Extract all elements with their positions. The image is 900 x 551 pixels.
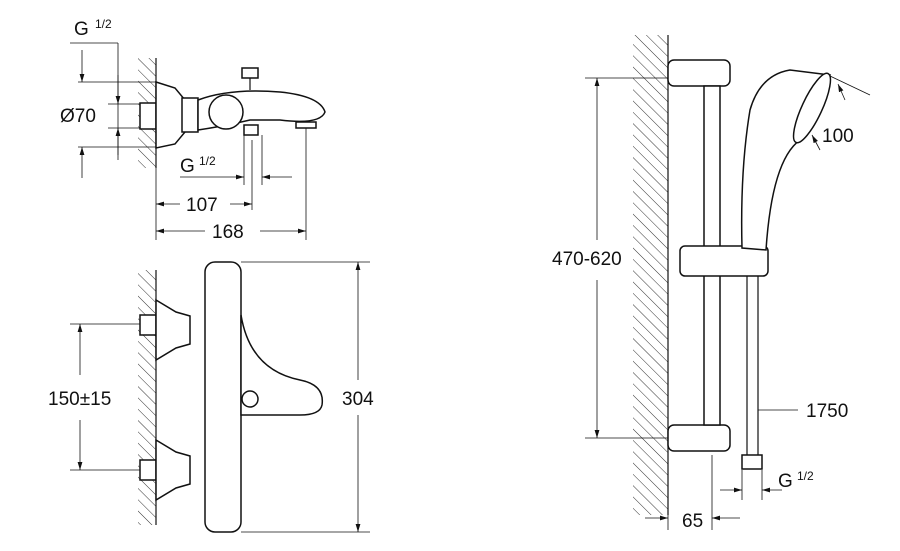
inlet-thread-label: G bbox=[74, 19, 89, 40]
dim-spacing: 150±15 bbox=[48, 389, 111, 410]
dim-head: 100 bbox=[822, 126, 854, 147]
lower-rail-bracket bbox=[667, 424, 731, 452]
diverter-knob bbox=[241, 67, 259, 79]
thermostat-spout bbox=[240, 314, 324, 416]
upper-inlet-nut bbox=[139, 314, 157, 336]
control-knob bbox=[208, 94, 244, 130]
escutcheon bbox=[155, 80, 186, 149]
front-view: 150±15 304 bbox=[48, 261, 374, 533]
lower-inlet-nut bbox=[139, 459, 157, 481]
wall-hatch bbox=[633, 35, 668, 515]
slider bbox=[679, 245, 769, 277]
inlet-nut bbox=[139, 102, 157, 130]
diameter-label: Ø70 bbox=[60, 106, 96, 127]
shower-set: 470-620 100 1750 G 1/2 65 bbox=[552, 35, 871, 532]
outlet-thread-fraction: 1/2 bbox=[199, 154, 216, 168]
upper-rail-bracket bbox=[667, 59, 731, 87]
dim-offset: 65 bbox=[682, 511, 703, 532]
dim-height: 304 bbox=[342, 389, 374, 410]
inlet-thread-fraction: 1/2 bbox=[95, 17, 112, 31]
outlet-thread-label: G bbox=[180, 156, 195, 177]
hose-thread-label: G bbox=[778, 471, 793, 492]
hex-connector bbox=[181, 97, 199, 133]
dim-168: 168 bbox=[212, 222, 244, 243]
top-view: G 1/2 Ø70 G 1/2 107 168 bbox=[60, 17, 326, 243]
outlet-nut bbox=[243, 124, 259, 136]
wall-hatch bbox=[138, 270, 156, 525]
hose-nut bbox=[741, 454, 763, 470]
hose-thread-fraction: 1/2 bbox=[797, 469, 814, 483]
thermostat-body bbox=[204, 261, 242, 533]
dim-107: 107 bbox=[186, 195, 218, 216]
dim-hose: 1750 bbox=[806, 401, 848, 422]
dim-rail: 470-620 bbox=[552, 249, 622, 270]
